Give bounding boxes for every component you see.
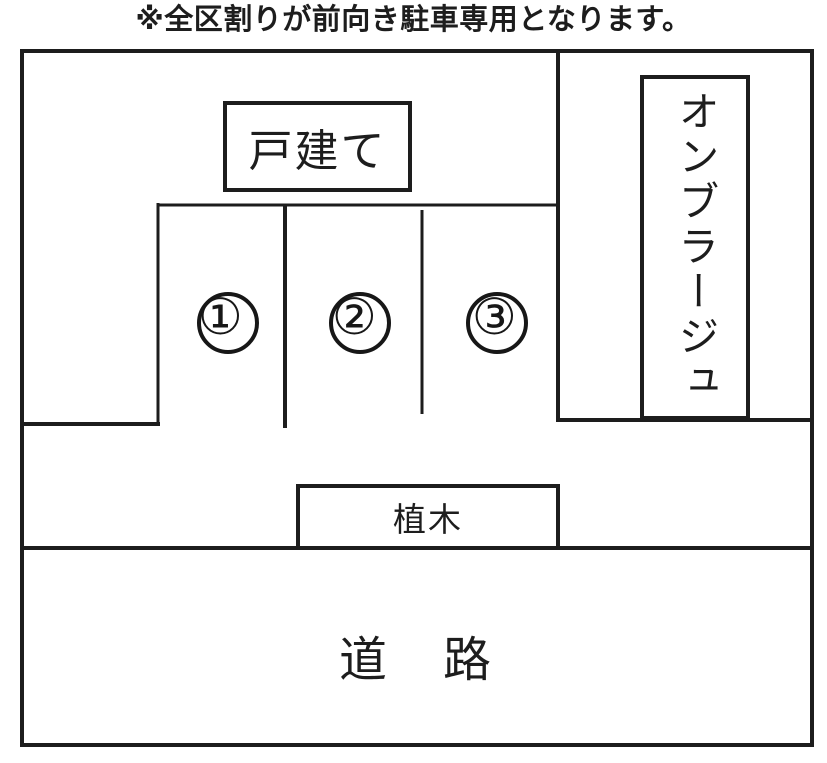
building-label: オンブラージュ [671, 90, 719, 405]
stall-circle-3 [466, 292, 528, 354]
stall-circle-2 [329, 292, 391, 354]
stall-number-3: ③ [472, 288, 517, 346]
road-label: 道 路 [338, 632, 495, 688]
house-label-box [223, 101, 412, 192]
planting-label-box [296, 484, 560, 550]
planting-label: 植木 [393, 500, 463, 539]
stall-number-2: ② [332, 288, 377, 346]
header-note: ※全区割りが前向き駐車専用となります。 [135, 2, 692, 36]
house-label: 戸建て [248, 125, 387, 177]
stall-number-1: ① [198, 288, 243, 346]
stall-circle-1 [197, 292, 259, 354]
building-label-box [640, 75, 750, 420]
